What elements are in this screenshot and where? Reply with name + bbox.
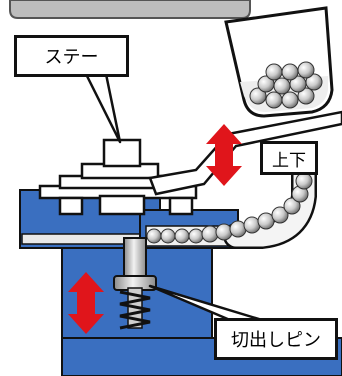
spring-icon: [119, 290, 151, 330]
up-down-arrow-icon: [206, 124, 242, 186]
ejector-pin: [113, 237, 157, 330]
label-ejector-pin: 切出しピン: [214, 318, 338, 360]
label-stay: ステー: [14, 35, 129, 77]
stay-assembly: [38, 138, 198, 216]
hopper: [224, 6, 334, 118]
banner-fragment: [9, 0, 251, 19]
callout-pointer-stay: [84, 72, 122, 144]
label-up-down: 上下: [260, 141, 318, 175]
pin-up-down-arrow-icon: [68, 272, 104, 334]
balls-in-track: [146, 172, 313, 244]
chute-arm: [148, 110, 342, 196]
